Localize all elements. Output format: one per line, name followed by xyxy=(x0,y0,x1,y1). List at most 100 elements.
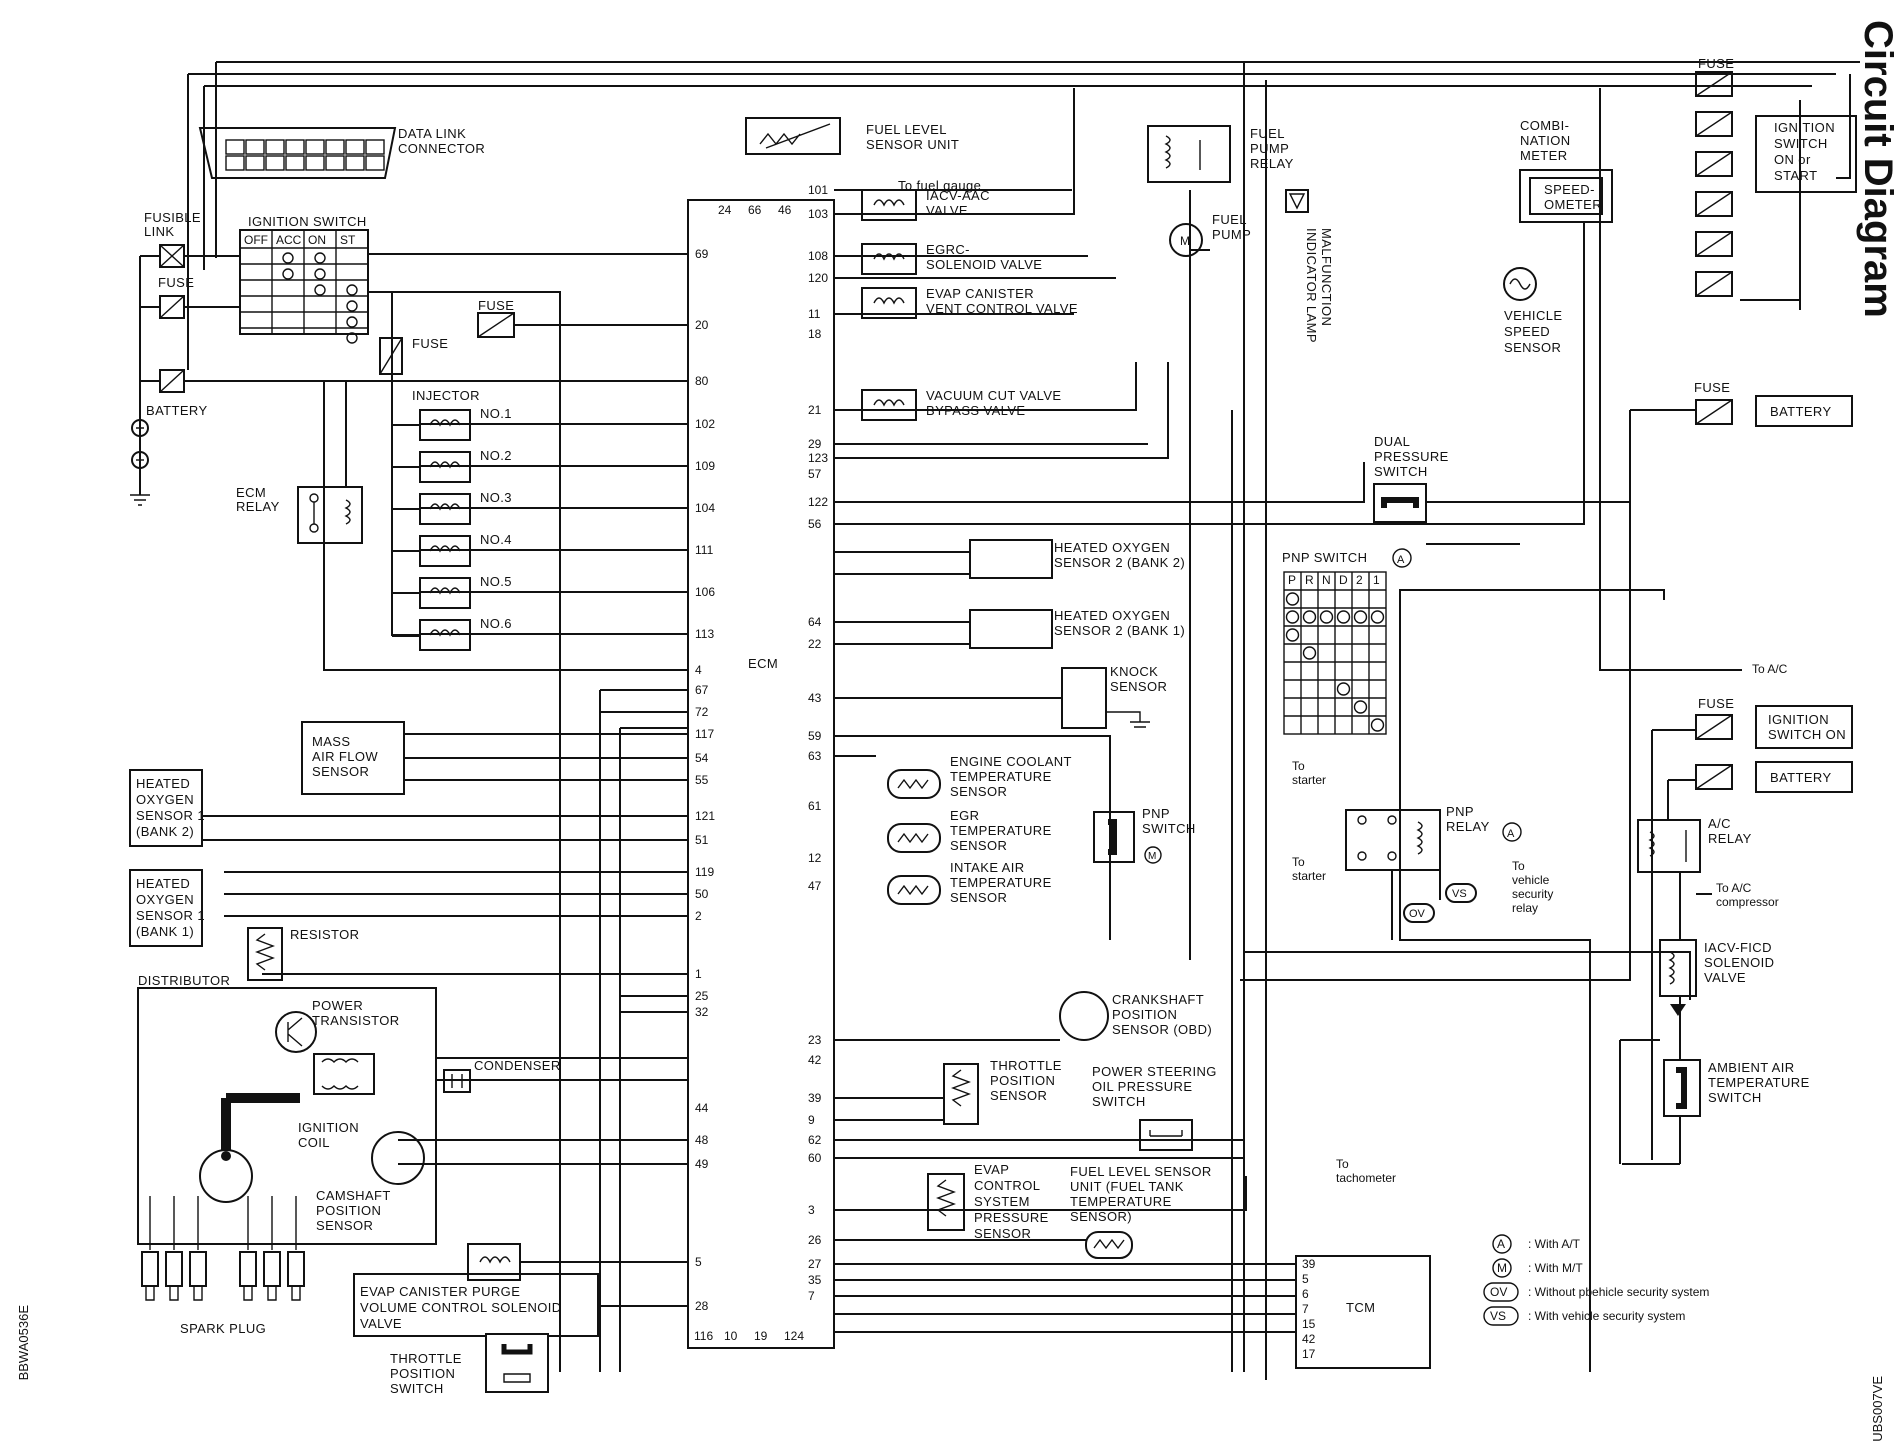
ecm-pin-left: 69 xyxy=(695,247,709,261)
ecm-pin-right: 21 xyxy=(808,403,822,417)
malfunction-indicator-lamp: MALFUNCTIONINDICATOR LAMP xyxy=(1285,189,1334,343)
injector-label: NO.5 xyxy=(480,574,512,589)
ecm-pin-right: 57 xyxy=(808,467,822,481)
condenser: CONDENSER xyxy=(443,1058,561,1093)
legend-symbol: A xyxy=(1497,1237,1505,1251)
pnp-col: 1 xyxy=(1373,573,1380,587)
tcm-pin: 39 xyxy=(1302,1257,1316,1271)
svg-text:MALFUNCTIONINDICATOR LAMP: MALFUNCTIONINDICATOR LAMP xyxy=(1304,228,1334,343)
ecm-left-pins: 6920801021091041111061134677211754551215… xyxy=(695,247,715,1313)
wiring xyxy=(139,61,1860,1380)
ecm-pin-right: 62 xyxy=(808,1133,822,1147)
legend-text: : With A/T xyxy=(1528,1237,1581,1251)
valve-label: VALVE xyxy=(926,203,968,218)
tcm-pin: 17 xyxy=(1302,1347,1316,1361)
valve-label: EGRC- xyxy=(926,242,970,257)
ecm-pin-left: 32 xyxy=(695,1005,709,1019)
ecm-pin-left: 20 xyxy=(695,318,709,332)
code-right: UBS007VE xyxy=(1870,1376,1885,1442)
battery-symbol: BATTERY xyxy=(130,380,207,506)
tcm-pin: 6 xyxy=(1302,1287,1309,1301)
ignition-switch-col: ON xyxy=(308,233,326,247)
ignition-switch-col: ACC xyxy=(276,233,302,247)
ecm-pin-right: 120 xyxy=(808,271,828,285)
ecm-pin-right: 60 xyxy=(808,1151,822,1165)
ecm-pin-right: 108 xyxy=(808,249,828,263)
svg-text:PNP SWITCH: PNP SWITCH xyxy=(1282,550,1367,565)
svg-text:M: M xyxy=(1148,851,1156,862)
right-fuse-bank: FUSE xyxy=(1695,56,1734,297)
ecm-pin-left: 67 xyxy=(695,683,709,697)
ecm-pin-right: 18 xyxy=(808,327,822,341)
ecm-pin-right: 27 xyxy=(808,1257,822,1271)
svg-text:CONDENSER: CONDENSER xyxy=(474,1058,561,1073)
tcm-pin: 7 xyxy=(1302,1302,1309,1316)
ecm-pin-right: 26 xyxy=(808,1233,822,1247)
svg-text:A: A xyxy=(1397,554,1405,566)
ecm-pin-right: 23 xyxy=(808,1033,822,1047)
legend-text: : With vehicle security system xyxy=(1528,1309,1685,1323)
tcm-pin: 15 xyxy=(1302,1317,1316,1331)
legend-text: : Without pbehicle security system xyxy=(1528,1285,1709,1299)
svg-text:SPARK PLUG: SPARK PLUG xyxy=(180,1321,266,1336)
fuse-left-battery xyxy=(159,369,185,393)
sensor-label: ENGINE COOLANT xyxy=(950,754,1072,769)
svg-text:RESISTOR: RESISTOR xyxy=(290,927,359,942)
ecm-pin-right: 64 xyxy=(808,615,822,629)
ecm-pin-left: 113 xyxy=(695,627,714,641)
ecm-pin-left: 111 xyxy=(695,543,714,557)
ignition-switch-col: OFF xyxy=(244,233,268,247)
svg-text:To A/C: To A/C xyxy=(1752,662,1788,676)
sensor-label: SENSOR xyxy=(950,784,1007,799)
tcm-pin: 5 xyxy=(1302,1272,1309,1286)
ecm-pin-left: 121 xyxy=(695,809,715,823)
sensor-label: SENSOR xyxy=(950,838,1007,853)
ecm-pin-left: 104 xyxy=(695,501,715,515)
ecm-pin-left: 25 xyxy=(695,989,709,1003)
fuse-mid-label: FUSE xyxy=(478,298,514,313)
legend-symbol: VS xyxy=(1490,1309,1506,1323)
ecm-pin-right: 11 xyxy=(808,307,821,321)
svg-text:M: M xyxy=(1180,234,1190,248)
valve-label: IACV-AAC xyxy=(926,188,990,203)
legend: A: With A/TM: With M/TOV: Without pbehic… xyxy=(1483,1234,1709,1326)
code-left: BBWA0536E xyxy=(16,1305,31,1381)
ecm-pin-left: 80 xyxy=(695,374,709,388)
valve-label: SOLENOID VALVE xyxy=(926,257,1042,272)
legend-symbol: M xyxy=(1497,1261,1507,1275)
ecm-label: ECM xyxy=(748,656,778,671)
ecm-pin-top: 46 xyxy=(778,203,792,217)
ecm-pin-right: 63 xyxy=(808,749,822,763)
ecm-pin-left: 106 xyxy=(695,585,715,599)
svg-text:BATTERY: BATTERY xyxy=(1770,770,1832,785)
injector-label: NO.2 xyxy=(480,448,512,463)
ecm-pin-right: 35 xyxy=(808,1273,822,1287)
